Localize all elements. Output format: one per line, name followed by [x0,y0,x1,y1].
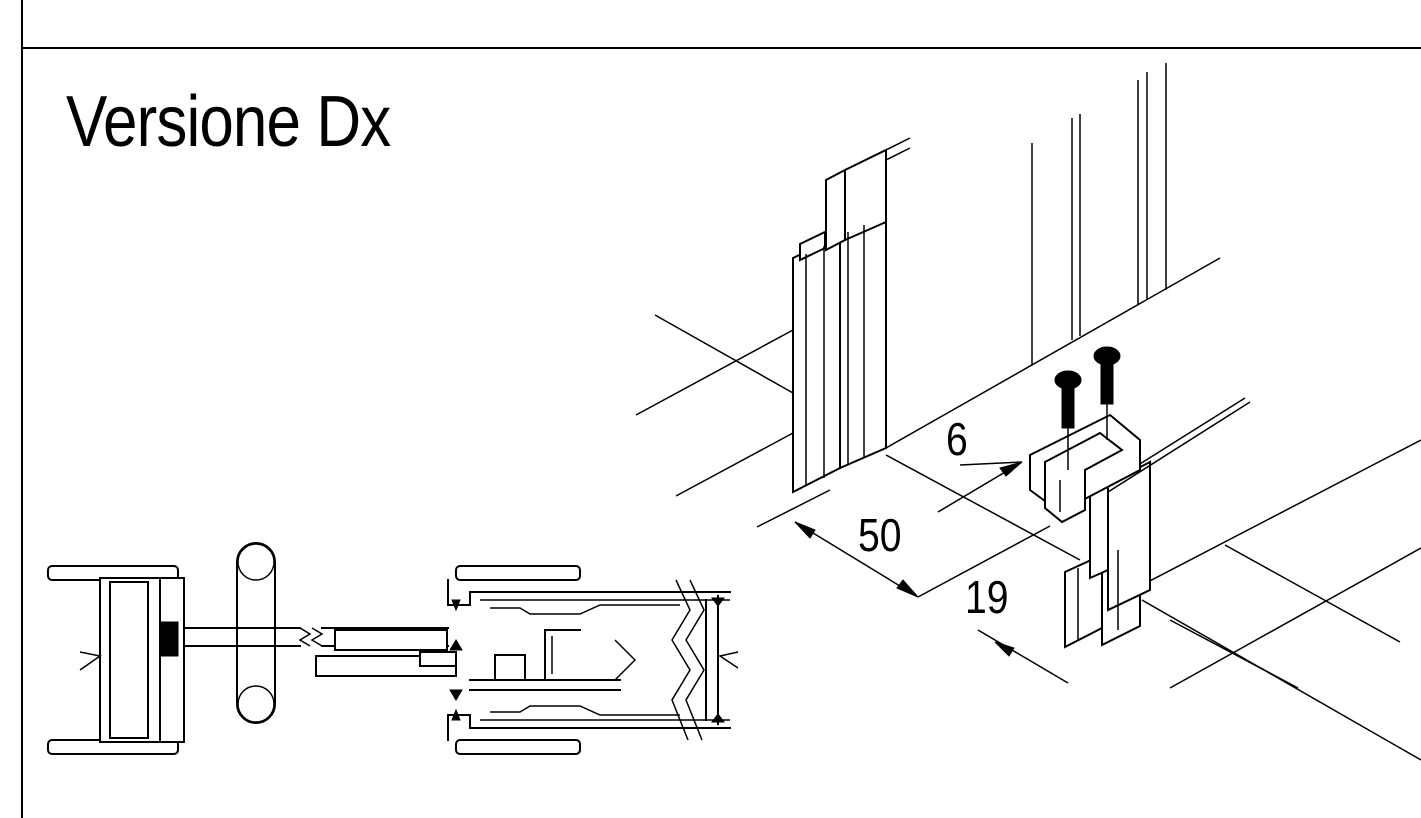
section-view [47,542,739,755]
screw-icon [1054,346,1121,470]
frame-top-border [21,47,1421,49]
isometric-view [635,63,1421,761]
dimension-6-label: 6 [946,413,968,465]
dimension-lines [756,461,1069,684]
dimension-50-label: 50 [858,509,902,561]
dimension-19-label: 19 [965,571,1009,623]
left-profile [792,137,911,494]
frame-left-border [21,0,23,818]
drawing-title: Versione Dx [66,82,391,162]
u-channel-bracket [1029,413,1141,524]
